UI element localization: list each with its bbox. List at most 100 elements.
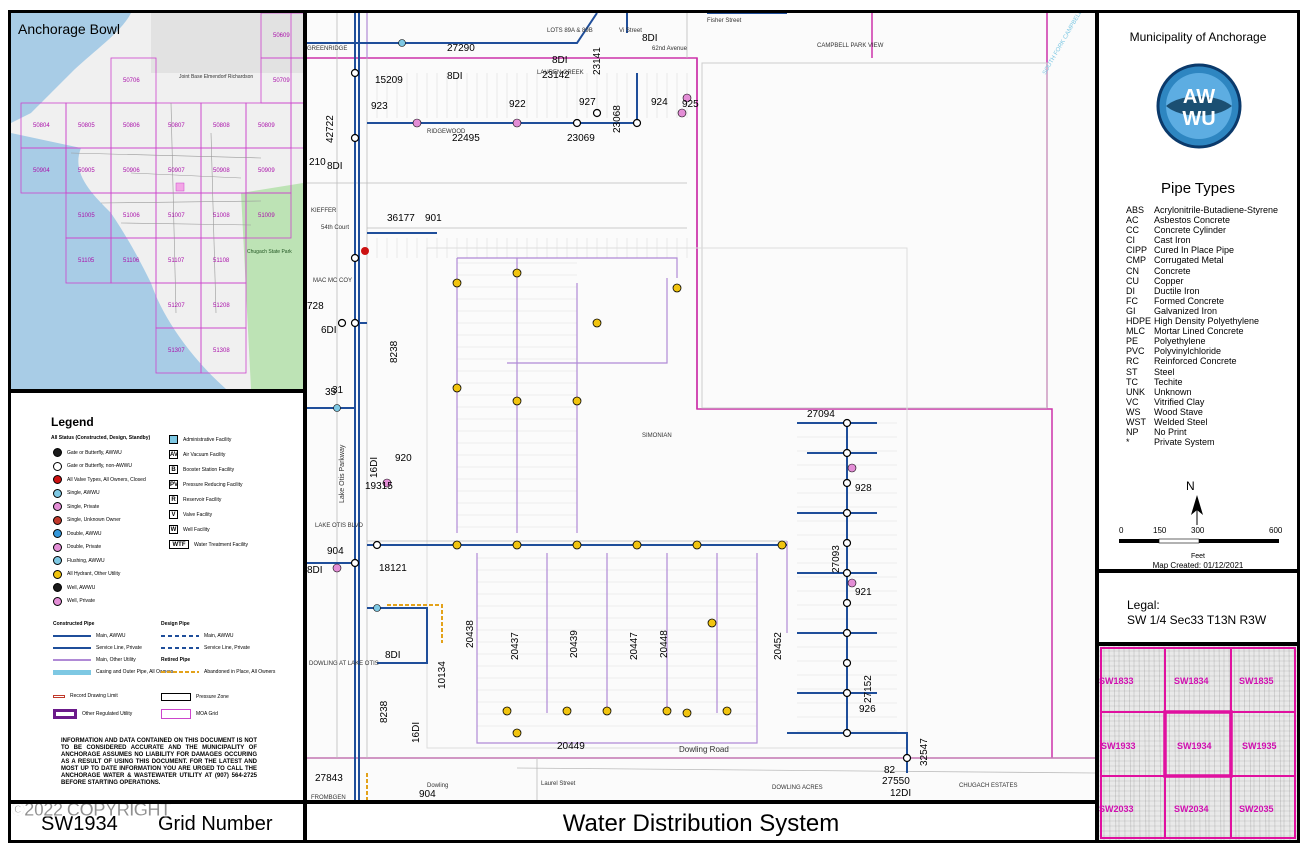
legend-other-item: Record Drawing Limit [53, 693, 118, 699]
closed-valve-icon [361, 247, 369, 255]
inset-grid-label: 51006 [123, 213, 140, 219]
scale-bar-graphic [1119, 538, 1279, 544]
street-label: Dowling Road [679, 745, 729, 754]
gate-valve-icon [337, 318, 347, 328]
pipe-label: 8DI [447, 71, 463, 82]
inset-grid-label: 50907 [168, 168, 185, 174]
legend-pipe-item: Service Line, Private [53, 645, 142, 651]
legend-symbol-icon [53, 569, 62, 579]
pipe-label: 27843 [315, 773, 343, 784]
inset-grid-label: 51207 [168, 303, 185, 309]
pipe-type-code: PE [1126, 336, 1139, 347]
pipe-label: 16DI [369, 456, 380, 478]
hydrant-icon [452, 383, 462, 393]
hydrant-icon [662, 706, 672, 716]
street-label: FROMBGEN [311, 795, 346, 801]
key-map-grid-label: SW1833 [1099, 676, 1134, 686]
inset-grid-label: 50709 [273, 78, 290, 84]
scale-label-600: 600 [1269, 526, 1283, 535]
hydrant-icon [562, 706, 572, 716]
inset-grid-label: 50808 [213, 123, 230, 129]
pipe-label: 31 [332, 385, 344, 396]
pipe-type-row: *Private System [1126, 437, 1278, 447]
logo-bottom-text: WU [1182, 108, 1215, 130]
pipe-label: 19315 [365, 481, 393, 492]
pipe-type-name: Cured In Place Pipe [1154, 245, 1235, 256]
street-label: Laurel Street [541, 781, 576, 787]
pipe-label: 921 [855, 587, 872, 598]
hydrant-icon [512, 396, 522, 406]
legend-other-label: Record Drawing Limit [70, 693, 118, 699]
legend-pipe-label: Main, AWWU [204, 633, 234, 639]
hydrant-icon [512, 728, 522, 738]
pipe-type-name: High Density Polyethylene [1154, 316, 1260, 327]
pipe-type-name: Concrete [1154, 265, 1191, 276]
legend-pipe-line [53, 647, 91, 649]
legend-other-symbol [161, 709, 191, 719]
legend-facility-label: Water Treatment Facility [194, 541, 248, 548]
street-label: 54th Court [321, 225, 350, 231]
pipe-type-name: Corrugated Metal [1154, 255, 1224, 266]
gate-valve-icon [842, 478, 852, 488]
hydrant-icon [592, 318, 602, 328]
private-valve-icon [677, 108, 687, 118]
pipe-type-name: Techite [1154, 376, 1183, 387]
legend-item-label: Single, AWWU [67, 490, 100, 496]
legend-symbol-icon [53, 502, 62, 511]
disclaimer-text: INFORMATION AND DATA CONTAINED ON THIS D… [61, 738, 257, 786]
grid-number-box: SW1934 Grid Number ©2022 COPYRIGHT [8, 801, 306, 843]
legend-design-head: Design Pipe [161, 621, 190, 627]
legend-item: Gate or Butterfly, non-AWWU [53, 461, 132, 471]
map-title: Water Distribution System [562, 810, 840, 837]
pipe-label: 18121 [379, 563, 407, 574]
legend-symbol-icon [53, 556, 62, 565]
private-valve-icon [682, 93, 692, 103]
key-map-grid-label: SW1933 [1101, 741, 1136, 751]
legend-constructed-head: Constructed Pipe [53, 621, 95, 627]
street-label: KIEFFER [311, 208, 337, 214]
private-valve-icon [382, 478, 392, 488]
pipe-label: 35 [325, 387, 337, 398]
street-label: Dowling [427, 783, 449, 789]
pipe-label: 12DI [890, 788, 912, 799]
north-arrow-icon [1191, 495, 1203, 525]
legend-pipe-line [161, 671, 199, 673]
awwu-single-valve-icon [398, 39, 406, 47]
legend-other-label: Pressure Zone [196, 694, 229, 700]
legend-pipe-item: Main, AWWU [53, 633, 126, 639]
legend-facility-label: Valve Facility [183, 511, 213, 518]
legend-symbol-icon [53, 448, 62, 457]
hydrant-icon [682, 708, 692, 718]
pipe-type-code: TC [1126, 376, 1138, 387]
inset-grid-label: 50805 [78, 123, 95, 129]
gate-valve-icon [572, 118, 582, 128]
title-box: Water Distribution System [304, 801, 1098, 843]
pipe-label: 20438 [465, 620, 476, 648]
pipe-label: 8DI [385, 650, 401, 661]
legend-facility-label: Well Facility [183, 526, 210, 533]
legend-symbol-icon [53, 596, 62, 606]
pipe-label: 20447 [629, 632, 640, 660]
pipe-type-name: Private System [1154, 437, 1215, 448]
pipe-type-code: ST [1126, 366, 1138, 377]
pipe-type-name: Ductile Iron [1154, 285, 1200, 296]
legend-item: Flushing, AWWU [53, 556, 105, 565]
hydrant-icon [452, 540, 462, 550]
street-label: RIDGEWOOD [427, 129, 466, 135]
pipe-label: 27152 [863, 675, 874, 703]
legend-pipe-line [53, 669, 91, 675]
street-label: LOTS 89A & 89B [547, 28, 593, 34]
gate-valve-icon [350, 253, 360, 263]
legal-heading: Legal: [1127, 598, 1160, 612]
pipe-label: 928 [855, 483, 872, 494]
pipe-label: 22495 [452, 133, 480, 144]
legend-other-symbol [53, 694, 65, 698]
pipe-label: 20439 [569, 630, 580, 658]
legend-facility-label: Pressure Reducing Facility [183, 481, 243, 488]
inset-grid-label: 50908 [213, 168, 230, 174]
